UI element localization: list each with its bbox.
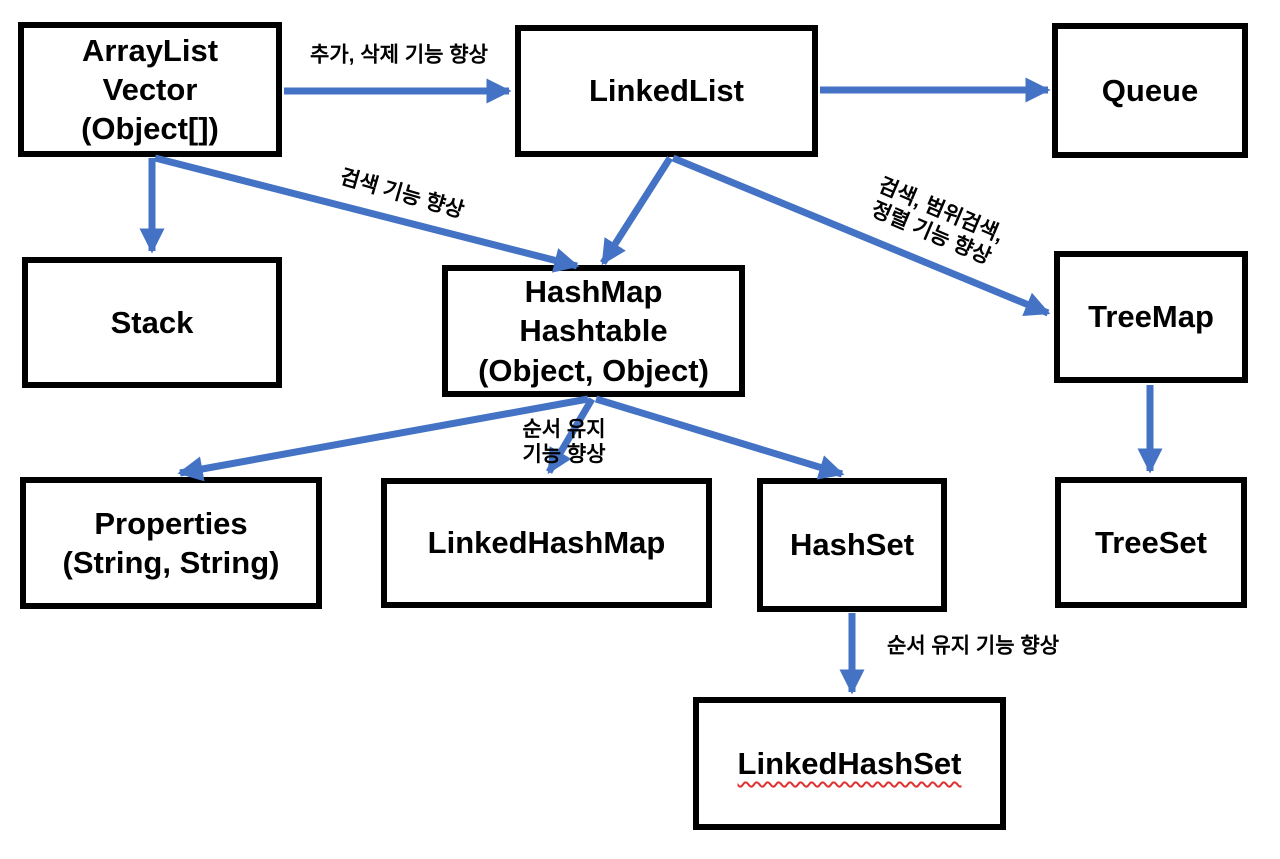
- edge-linkedlist-to-treemap: [671, 154, 1051, 317]
- edge-label-line: 기능 향상: [522, 443, 606, 466]
- edge-hashmap-to-hashset: [594, 395, 845, 480]
- node-treemap: TreeMap: [1054, 251, 1248, 383]
- node-linkedhashmap: LinkedHashMap: [381, 478, 712, 608]
- node-linkedlist-label: LinkedList: [588, 73, 744, 109]
- edge-label-line: 정렬 기능 향상: [867, 197, 995, 270]
- edge-label-arraylist-to-hashmap: 검색 기능 향상: [337, 164, 467, 223]
- edge-label-linkedlist-to-treemap: 검색, 범위검색,정렬 기능 향상: [865, 173, 1008, 272]
- edge-hashmap-to-properties: [177, 395, 589, 482]
- node-hashmap-hashtable-label: HashMap: [524, 274, 663, 310]
- edge-label-line: 검색 기능 향상: [337, 165, 467, 223]
- edge-hashmap-to-linkedhashmap: [545, 397, 596, 475]
- node-hashmap-hashtable-label: (Object, Object): [478, 352, 709, 388]
- node-linkedlist: LinkedList: [515, 25, 818, 157]
- edge-linkedlist-to-hashmap: [600, 156, 673, 266]
- node-arraylist-vector-label: Vector: [102, 71, 198, 107]
- node-queue-label: Queue: [1101, 72, 1199, 108]
- node-arraylist-vector-label: ArrayList: [81, 32, 219, 68]
- node-treeset: TreeSet: [1055, 477, 1247, 608]
- node-stack: Stack: [22, 257, 282, 388]
- edge-label-line: 순서 유지 기능 향상: [886, 634, 1060, 658]
- node-queue: Queue: [1052, 23, 1248, 158]
- node-treemap-label: TreeMap: [1088, 299, 1214, 335]
- node-linkedhashset: LinkedHashSet: [693, 697, 1006, 830]
- node-hashset: HashSet: [757, 478, 947, 612]
- node-hashmap-hashtable-label: Hashtable: [519, 313, 668, 349]
- node-arraylist-vector-label: (Object[]): [81, 111, 219, 147]
- edge-label-line: 검색, 범위검색,: [875, 173, 1007, 247]
- node-properties-label: Properties: [94, 505, 248, 541]
- node-linkedhashset-label: LinkedHashSet: [737, 745, 962, 781]
- node-properties: Properties (String, String): [20, 477, 322, 609]
- edge-label-arraylist-to-linkedlist: 추가, 삭제 기능 향상: [310, 42, 488, 67]
- edge-label-hashset-to-linkedhashset: 순서 유지 기능 향상: [887, 633, 1059, 658]
- node-properties-label: (String, String): [62, 545, 280, 580]
- edge-arraylist-to-hashmap: [154, 154, 580, 273]
- node-hashset-label: HashSet: [789, 527, 915, 563]
- node-treeset-label: TreeSet: [1094, 524, 1207, 560]
- edge-label-line: 추가, 삭제 기능 향상: [310, 43, 488, 67]
- node-stack-label: Stack: [110, 304, 194, 340]
- node-linkedhashmap-label: LinkedHashMap: [427, 525, 666, 561]
- edge-label-line: 순서 유지: [522, 417, 606, 441]
